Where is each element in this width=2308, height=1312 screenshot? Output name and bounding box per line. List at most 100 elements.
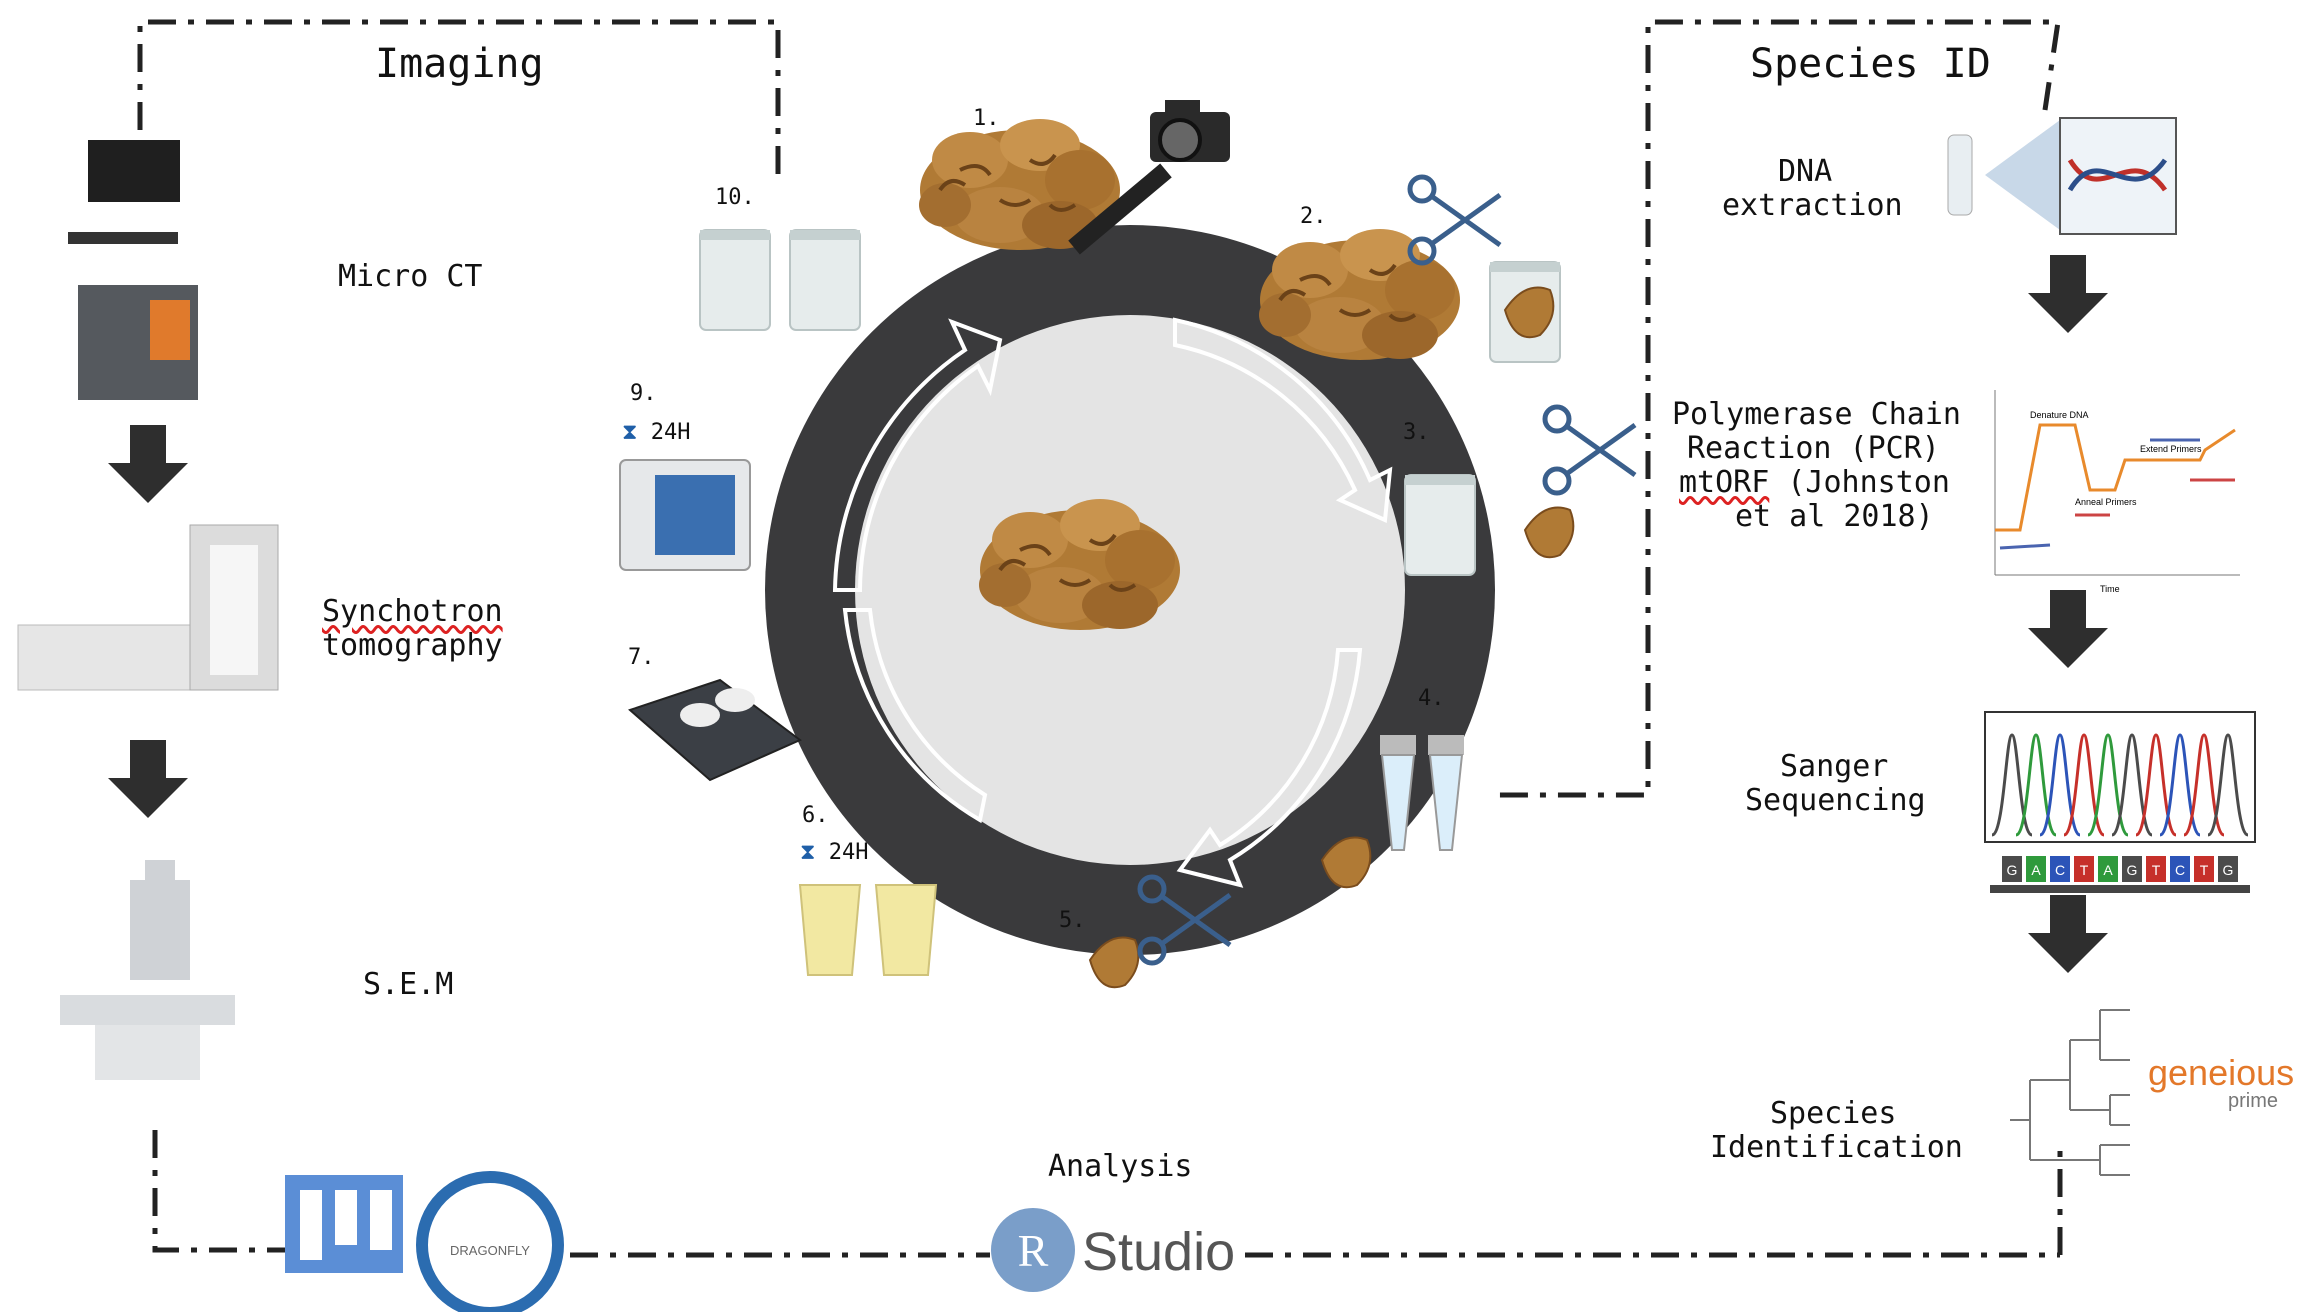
base-box	[2122, 856, 2142, 882]
bag-step10b-icon	[789, 229, 861, 331]
johnston-word: (Johnston	[1769, 465, 1950, 500]
pcr-x-label: Time	[2100, 584, 2120, 594]
hourglass-icon: ⧗	[622, 420, 638, 445]
sanger-label-2: Sequencing	[1745, 783, 1926, 818]
step-5-number: 5.	[1059, 908, 1086, 933]
tube-dna-icon	[1947, 134, 1973, 216]
dna-label-1: DNA	[1778, 154, 1833, 189]
step-9-timer-text: 24H	[650, 420, 691, 445]
cycle-arrow-bottom-right	[1176, 648, 1363, 888]
base-letter: G	[2127, 862, 2138, 878]
base-box	[2146, 856, 2166, 882]
species-label-1: Species	[1770, 1096, 1897, 1131]
base-box	[2002, 856, 2022, 882]
step-3-number: 3.	[1403, 420, 1430, 445]
pcr-graph: Denature DNA Extend Primers Anneal Prime…	[1994, 390, 2240, 594]
arrow-imaging-2	[108, 740, 188, 818]
scissors-step3-icon	[1545, 407, 1635, 493]
base-letter: C	[2175, 862, 2185, 878]
base-box	[2026, 856, 2046, 882]
synchrotron-label-1: Synchotron	[322, 595, 503, 629]
cups-step6-icon	[798, 884, 938, 976]
base-box	[2050, 856, 2070, 882]
plate-step7-icon	[628, 678, 802, 782]
geneious-text: geneious	[2148, 1052, 2294, 1093]
fragment-step3-icon	[1524, 506, 1575, 559]
micro-ct-label: Micro CT	[338, 259, 483, 294]
rstudio-logo: R Studio	[991, 1208, 1235, 1292]
synchrotron-word: Synchotron	[322, 594, 503, 629]
coral-step2-icon	[1257, 227, 1462, 362]
dna-label-2: extraction	[1722, 188, 1903, 223]
pcr-label-4: et al 2018)	[1735, 499, 1934, 534]
cycle-arrow-top-right	[1173, 317, 1393, 523]
base-letter: T	[2200, 862, 2209, 878]
imaging-title: Imaging	[375, 41, 544, 87]
dna-helix-icon	[1985, 117, 2177, 235]
base-box	[2218, 856, 2238, 882]
cycle-ring	[765, 225, 1495, 955]
arrow-species-1	[2028, 255, 2108, 333]
species-id-title: Species ID	[1750, 41, 1991, 87]
step-6-timer: ⧗ 24H	[800, 840, 868, 865]
imaging-border	[137, 19, 2060, 1258]
sanger-label-1: Sanger	[1780, 749, 1889, 784]
sem-label: S.E.M	[363, 967, 454, 1002]
bag-step10a-icon	[699, 229, 771, 331]
scissors-step2-icon	[1410, 177, 1500, 263]
step-4-number: 4.	[1418, 686, 1445, 711]
step-9-number: 9.	[630, 381, 657, 406]
pcr-denature-label: Denature DNA	[2030, 410, 2089, 420]
chromatogram-peaks	[1990, 733, 2250, 837]
base-letter: G	[2223, 862, 2234, 878]
oven-step9-icon	[619, 459, 751, 571]
step-6-number: 6.	[802, 803, 829, 828]
pcr-extend-label: Extend Primers	[2140, 444, 2202, 454]
dragonfly-logo-text: DRAGONFLY	[450, 1243, 530, 1258]
arrow-species-3	[2028, 895, 2108, 973]
arrow-imaging-1	[108, 425, 188, 503]
base-letter: G	[2007, 862, 2018, 878]
arrow-species-2	[2028, 590, 2108, 668]
pcr-label-3: mtORF (Johnston	[1679, 466, 1950, 500]
species-border	[1490, 19, 2063, 1255]
base-letter: T	[2080, 862, 2089, 878]
bag-step3-icon	[1404, 474, 1476, 576]
step-2-number: 2.	[1300, 204, 1327, 229]
hourglass-icon: ⧗	[800, 840, 816, 865]
rstudio-r-text: R	[1018, 1225, 1049, 1276]
mtorf-word: mtORF	[1679, 465, 1770, 500]
sem-icon	[60, 860, 235, 1080]
step-7-number: 7.	[628, 645, 655, 670]
camera-icon	[1150, 100, 1230, 162]
base-letter: A	[2103, 862, 2113, 878]
pcr-anneal-label: Anneal Primers	[2075, 497, 2137, 507]
micro-ct-icon	[68, 140, 198, 400]
dragonfly-logo: DRAGONFLY	[416, 1171, 564, 1312]
step-9-timer: ⧗ 24H	[622, 420, 690, 445]
tubes-step4-icon	[1380, 735, 1464, 851]
base-box	[2098, 856, 2118, 882]
base-box	[2170, 856, 2190, 882]
base-box	[2194, 856, 2214, 882]
rstudio-studio-text: Studio	[1082, 1222, 1235, 1282]
synchrotron-label-2: tomography	[322, 628, 503, 663]
analysis-title: Analysis	[1048, 1149, 1193, 1184]
geneious-prime-text: prime	[2228, 1090, 2278, 1112]
base-letter: T	[2152, 862, 2161, 878]
geneious-logo: geneious prime	[2148, 1052, 2294, 1112]
cycle-arrow-top-left	[832, 318, 1003, 592]
pcr-label-1: Polymerase Chain	[1672, 397, 1961, 432]
base-letter: A	[2031, 862, 2041, 878]
base-box	[2074, 856, 2094, 882]
species-label-2: Identification	[1710, 1130, 1963, 1165]
chromatogram-peak	[2206, 733, 2250, 837]
step-10-number: 10.	[715, 185, 755, 210]
base-letter: C	[2055, 862, 2065, 878]
ruler-icon	[1068, 163, 1172, 255]
phylo-tree-icon	[2010, 1009, 2130, 1176]
synchrotron-icon	[17, 524, 279, 691]
